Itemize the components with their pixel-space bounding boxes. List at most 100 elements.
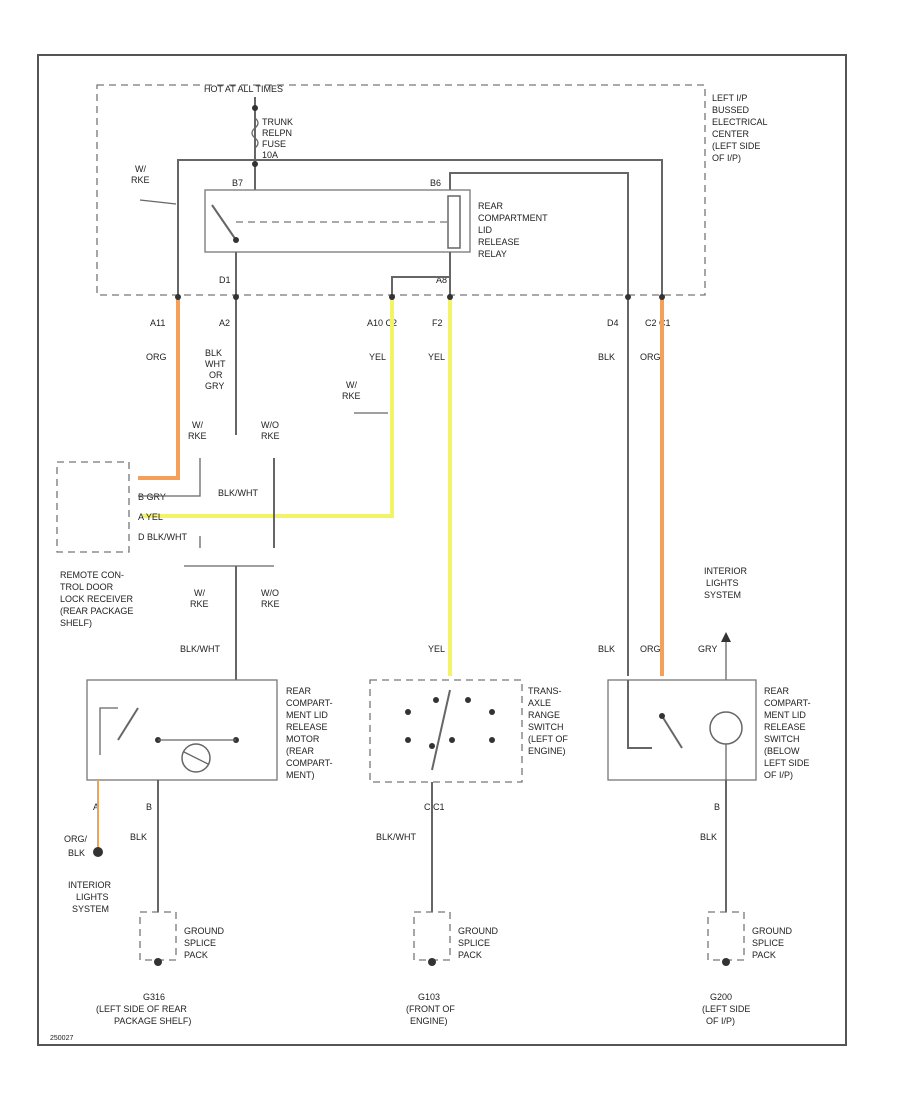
fuse-label-line2: RELPN: [262, 128, 292, 138]
receiver-label-line4: (REAR PACKAGE: [60, 606, 133, 616]
relay-a10-link: [391, 276, 450, 295]
gsp-2-line2: SPLICE: [458, 938, 490, 948]
motor-label-line7: COMPART-: [286, 758, 333, 768]
wire-label-org-2: ORG: [640, 352, 661, 362]
wire-label-org-1: ORG: [146, 352, 167, 362]
switch-label-line3: MENT LID: [764, 710, 806, 720]
ground-g316-line1: G316: [143, 992, 165, 1002]
trans-contact-1: [405, 709, 411, 715]
motor-label-line8: MENT): [286, 770, 315, 780]
ground-splice-pack-2: [413, 911, 451, 961]
gsp-1-line1: GROUND: [184, 926, 224, 936]
ground-g316-line3: PACKAGE SHELF): [114, 1016, 191, 1026]
center-label-line5: (LEFT SIDE: [712, 141, 760, 151]
center-label-line2: BUSSED: [712, 105, 750, 115]
interior-lights-bottom-line1: INTERIOR: [68, 880, 112, 890]
gsp-3-line2: SPLICE: [752, 938, 784, 948]
blkwht-mid-label: BLK/WHT: [218, 488, 259, 498]
pin-b6: B6: [430, 178, 441, 188]
switch-label-line8: OF I/P): [764, 770, 793, 780]
fuse-label-line1: TRUNK: [262, 117, 293, 127]
receiver-label-line3: LOCK RECEIVER: [60, 594, 134, 604]
ground-g200-line1: G200: [710, 992, 732, 1002]
trans-contact-8: [489, 737, 495, 743]
switch-label-line5: SWITCH: [764, 734, 800, 744]
fuse-label-line4: 10A: [262, 150, 278, 160]
gsp-1-line2: SPLICE: [184, 938, 216, 948]
yel-wire-receiver: [142, 298, 394, 518]
relay-switch-contact: [211, 204, 237, 241]
trans-label-line1: TRANS-: [528, 686, 562, 696]
wire-label-yel-1: YEL: [369, 352, 386, 362]
w-rke-label-3b: RKE: [188, 431, 207, 441]
relay-label-line5: RELAY: [478, 249, 507, 259]
bussed-electrical-center-outline: [96, 84, 706, 296]
ground-g200-line2: (LEFT SIDE: [702, 1004, 750, 1014]
center-label-line6: OF I/P): [712, 153, 741, 163]
wire-label-wht: WHT: [205, 359, 226, 369]
wire-label-org-switch: ORG: [640, 644, 661, 654]
relay-d4-wire: [449, 172, 629, 295]
trans-contact-6: [429, 743, 435, 749]
w-rke-label-4a: W/: [194, 588, 205, 598]
gsp-3-line3: PACK: [752, 950, 776, 960]
rear-compartment-lid-release-motor: [86, 679, 278, 781]
ground-splice-pack-3: [707, 911, 745, 961]
trans-label-line6: ENGINE): [528, 746, 566, 756]
interior-lights-top-line3: SYSTEM: [704, 590, 741, 600]
fuse-terminal-top: [252, 105, 258, 111]
receiver-label-line1: REMOTE CON-: [60, 570, 124, 580]
pin-c2-c1: C2 C1: [645, 318, 671, 328]
pin-dot-d4: [625, 294, 631, 300]
pin-f2: F2: [432, 318, 443, 328]
pin-a2: A2: [219, 318, 230, 328]
relay-coil: [447, 195, 461, 249]
trans-contact-3: [465, 697, 471, 703]
pin-a8: A8: [436, 275, 447, 285]
receiver-pin-d: D BLK/WHT: [138, 532, 188, 542]
ground-terminal-2: [428, 958, 436, 966]
switch-label-line6: (BELOW: [764, 746, 800, 756]
w-rke-label-1a: W/: [135, 164, 146, 174]
interior-lights-top-arrow: [721, 632, 731, 642]
relay-label-line3: LID: [478, 225, 493, 235]
trans-contact-4: [489, 709, 495, 715]
gsp-1-line3: PACK: [184, 950, 208, 960]
relay-label-line2: COMPARTMENT: [478, 213, 548, 223]
pin-dot-c2: [659, 294, 665, 300]
pin-d1: D1: [219, 275, 231, 285]
wire-label-org-blk-2: BLK: [68, 848, 85, 858]
org-blk-terminal: [93, 847, 103, 857]
interior-lights-top-line1: INTERIOR: [704, 566, 748, 576]
w-rke-label-4b: RKE: [190, 599, 209, 609]
motor-pin-a: A: [93, 802, 99, 812]
center-label-line3: ELECTRICAL: [712, 117, 768, 127]
gsp-2-line1: GROUND: [458, 926, 498, 936]
switch-label-line1: REAR: [764, 686, 790, 696]
pin-dot-a10: [389, 294, 395, 300]
receiver-pin-b: B GRY: [138, 492, 166, 502]
hot-at-all-times-label: HOT AT ALL TIMES: [204, 84, 283, 94]
diagram-frame: [37, 54, 847, 1046]
pin-dot-f2: [447, 294, 453, 300]
interior-lights-top-line2: LIGHTS: [706, 578, 739, 588]
motor-label-line5: MOTOR: [286, 734, 320, 744]
transaxle-range-switch: [369, 679, 523, 783]
gsp-3-line1: GROUND: [752, 926, 792, 936]
wire-label-blk-switch-2: BLK: [700, 832, 717, 842]
wire-label-blk-switch: BLK: [598, 644, 615, 654]
gsp-2-line3: PACK: [458, 950, 482, 960]
wire-label-yel-trans: YEL: [428, 644, 445, 654]
pin-a11: A11: [150, 318, 165, 328]
motor-pin-b: B: [146, 802, 152, 812]
trans-label-line3: RANGE: [528, 710, 560, 720]
ground-g103-line3: ENGINE): [410, 1016, 448, 1026]
switch-node: [659, 713, 665, 719]
trans-contact-2: [433, 697, 439, 703]
wo-rke-label-2b: RKE: [261, 599, 280, 609]
pin-a10-c2: A10 C2: [367, 318, 397, 328]
w-rke-leader-1: [139, 199, 177, 205]
wire-label-or: OR: [209, 370, 223, 380]
switch-contact: [661, 715, 683, 749]
